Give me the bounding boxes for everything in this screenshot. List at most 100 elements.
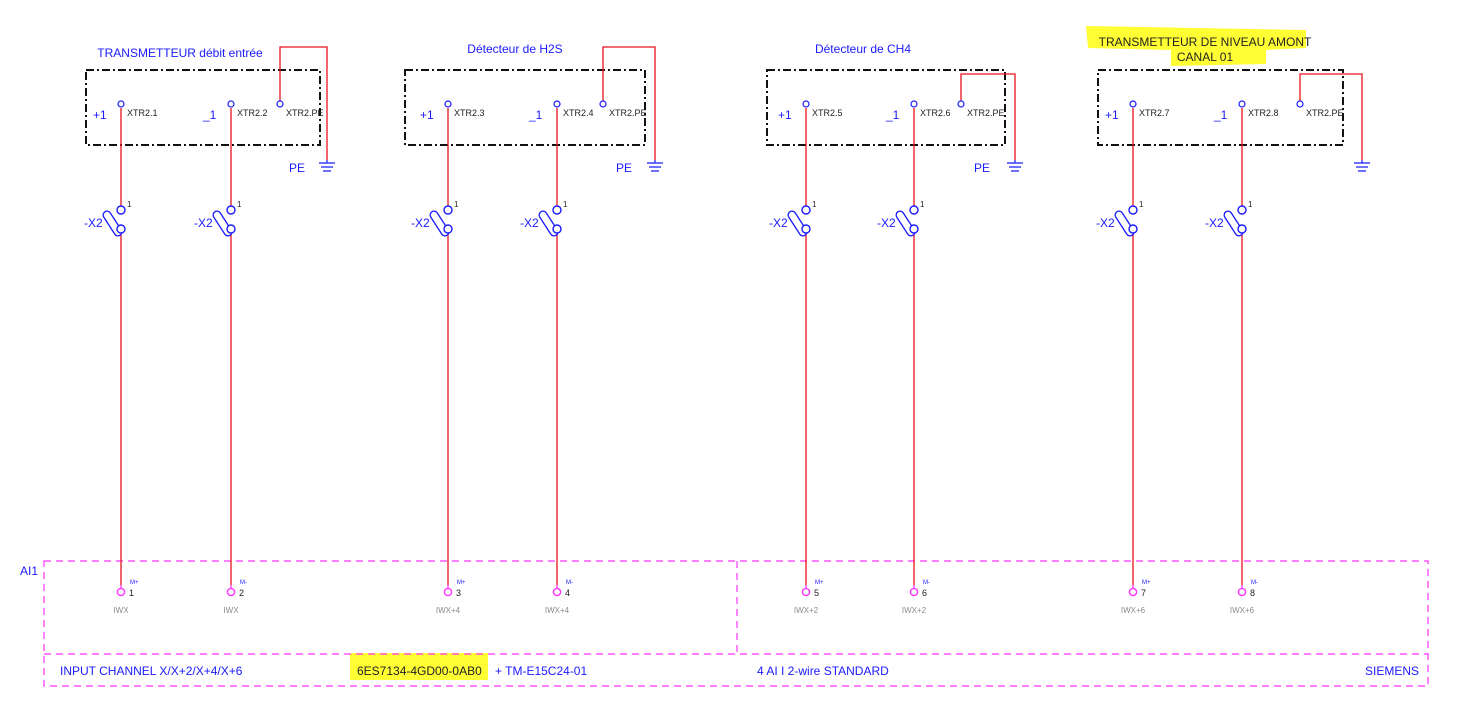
terminal-dot	[1238, 100, 1246, 108]
module-input-dot	[909, 587, 919, 597]
terminal-dot	[553, 100, 561, 108]
connector-body-inner	[896, 211, 915, 236]
title-highlight	[1086, 26, 1306, 66]
terminal-strip-pin: 1	[237, 200, 242, 209]
plus-label: +1	[420, 108, 434, 122]
polarity-label: M-	[240, 580, 247, 586]
terminal-connector-icon	[895, 205, 919, 237]
minus-label: _1	[1213, 108, 1228, 122]
device-boundary	[85, 69, 321, 146]
polarity-label: M+	[130, 580, 139, 586]
module-outline	[43, 560, 1429, 687]
connector-body-inner	[1224, 211, 1243, 236]
terminal-strip-pin: 1	[920, 200, 925, 209]
device-boundary	[766, 69, 1006, 146]
terminal-connector-icon	[102, 205, 126, 237]
connector-bottom	[909, 224, 919, 234]
terminal-strip-label: -X2	[411, 216, 430, 230]
connector-bottom	[226, 224, 236, 234]
device-title: CANAL 01	[1177, 50, 1234, 64]
part-number-highlight	[350, 653, 488, 680]
terminal-strip-label: -X2	[877, 216, 896, 230]
terminal-label: XTR2.1	[127, 108, 158, 118]
footer-description: 4 AI I 2-wire STANDARD	[757, 664, 889, 678]
module-input-dot	[226, 587, 236, 597]
connector-body-inner	[788, 211, 807, 236]
pe-terminal-label: XTR2.PE	[1306, 108, 1344, 118]
device-title: TRANSMETTEUR DE NIVEAU AMONT	[1099, 35, 1312, 49]
ground-symbol	[1354, 160, 1370, 172]
footer-vendor: SIEMENS	[1365, 664, 1419, 678]
connector-top	[226, 205, 236, 215]
footer-base: + TM-E15C24-01	[495, 664, 587, 678]
ground-icon	[319, 160, 335, 172]
terminal-connector-icon	[1114, 205, 1138, 237]
module-input-dot	[1128, 587, 1138, 597]
module-input-dot	[552, 587, 562, 597]
plus-label: +1	[1105, 108, 1119, 122]
terminal-connector-icon	[538, 205, 562, 237]
pe-terminal-label: XTR2.PE	[609, 108, 647, 118]
terminal-strip-label: -X2	[84, 216, 103, 230]
pe-terminal-dot	[1296, 100, 1304, 108]
plus-label: +1	[93, 108, 107, 122]
terminal-dot	[117, 100, 125, 108]
address-label: IWX+2	[794, 606, 819, 615]
minus-label: _1	[202, 108, 217, 122]
connector-body-inner	[539, 211, 558, 236]
terminal-dot	[1129, 100, 1137, 108]
footer-part-number: 6ES7134-4GD00-0AB0	[357, 664, 482, 678]
connector-top	[1128, 205, 1138, 215]
connector-bottom	[116, 224, 126, 234]
module-tag: AI1	[20, 564, 38, 578]
connector-body-inner	[1115, 211, 1134, 236]
connector-top	[909, 205, 919, 215]
pe-wire	[279, 46, 328, 160]
polarity-label: M-	[1251, 580, 1258, 586]
terminal-connector-icon	[1223, 205, 1247, 237]
pe-terminal-dot	[599, 100, 607, 108]
pin-number: 1	[129, 588, 134, 598]
pe-terminal-dot	[276, 100, 284, 108]
terminal-strip-label: -X2	[194, 216, 213, 230]
pin-number: 7	[1141, 588, 1146, 598]
pe-label: PE	[974, 161, 990, 175]
connector-top	[801, 205, 811, 215]
pe-label: PE	[289, 161, 305, 175]
pe-wire	[602, 46, 656, 160]
terminal-strip-label: -X2	[1205, 216, 1224, 230]
module-input-dot	[116, 587, 126, 597]
connector-bottom	[801, 224, 811, 234]
terminal-dot	[444, 100, 452, 108]
address-label: IWX	[113, 606, 129, 615]
polarity-label: M-	[566, 580, 573, 586]
connector-bottom	[1237, 224, 1247, 234]
io-module: AI1 INPUT CHANNEL X/X+2/X+4/X+6 6ES7134-…	[20, 560, 1429, 687]
terminal-label: XTR2.8	[1248, 108, 1279, 118]
polarity-label: M+	[457, 580, 466, 586]
connector-top	[552, 205, 562, 215]
terminal-connector-icon	[787, 205, 811, 237]
terminal-strip-pin: 1	[127, 200, 132, 209]
terminal-strip-label: -X2	[1096, 216, 1115, 230]
ground-icon	[1354, 160, 1370, 172]
connector-bottom	[1128, 224, 1138, 234]
pe-label: PE	[616, 161, 632, 175]
module-input-dot	[1237, 587, 1247, 597]
plus-label: +1	[778, 108, 792, 122]
polarity-label: M-	[923, 580, 930, 586]
terminal-strip-pin: 1	[454, 200, 459, 209]
terminal-label: XTR2.7	[1139, 108, 1170, 118]
minus-label: _1	[528, 108, 543, 122]
